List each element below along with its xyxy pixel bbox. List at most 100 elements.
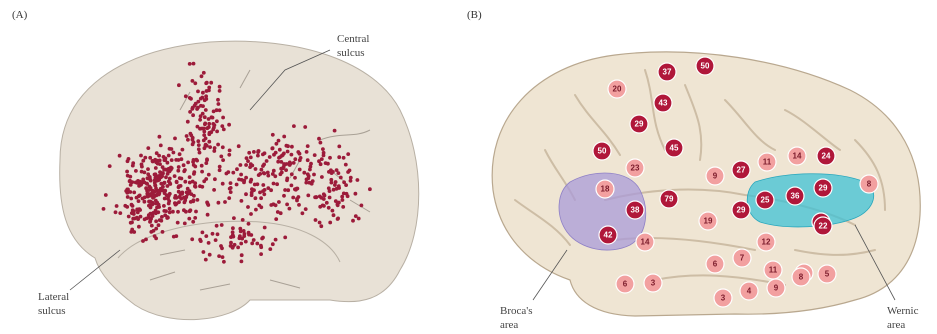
pin-value: 25 [761, 196, 770, 205]
stimulation-dot [314, 218, 318, 222]
stimulation-dot [318, 205, 322, 209]
pin-value: 6 [713, 260, 718, 269]
stimulation-dot [186, 187, 190, 191]
pin-value: 79 [665, 195, 674, 204]
stimulation-dot [138, 208, 142, 212]
stimulation-dot [226, 170, 230, 174]
stimulation-dot [157, 203, 161, 207]
stimulation-dot [231, 226, 235, 230]
stimulation-dot [177, 165, 181, 169]
wernicke-text-1: Wernic [887, 305, 919, 317]
stimulation-dot [266, 186, 270, 190]
stimulation-dot [157, 178, 161, 182]
stimulation-dot [125, 205, 129, 209]
stimulation-dot [115, 204, 119, 208]
stimulation-dot [158, 135, 162, 139]
stimulation-dot [128, 179, 132, 183]
stimulation-dot [208, 253, 212, 257]
stimulation-dot [220, 124, 224, 128]
stimulation-dot [322, 197, 326, 201]
stimulation-dot [268, 247, 272, 251]
stimulation-dot [205, 89, 209, 93]
stimulation-dot [143, 200, 147, 204]
panel-b-figure: (B) Broca's area Wernic area 37502 [455, 0, 937, 334]
stimulation-dot [127, 215, 131, 219]
pin-value: 29 [819, 184, 828, 193]
panel-b-label: (B) [467, 9, 482, 21]
stimulation-dot [206, 213, 210, 217]
stimulation-dot [192, 172, 196, 176]
stimulation-dot [216, 232, 220, 236]
stimulation-dot [183, 168, 187, 172]
stimulation-dot [253, 183, 257, 187]
stimulation-dot [205, 157, 209, 161]
stimulation-dot [259, 245, 263, 249]
stimulation-dot [232, 216, 236, 220]
pin-value: 18 [601, 185, 610, 194]
stimulation-dot [306, 194, 310, 198]
pin-marker: 42 [599, 226, 617, 244]
stimulation-dot [189, 97, 193, 101]
stimulation-dot [275, 142, 279, 146]
stimulation-dot [217, 254, 221, 258]
stimulation-dot [291, 196, 295, 200]
stimulation-dot [208, 145, 212, 149]
stimulation-dot [165, 215, 169, 219]
stimulation-dot [239, 173, 243, 177]
stimulation-dot [213, 177, 217, 181]
stimulation-dot [247, 222, 251, 226]
stimulation-dot [265, 159, 269, 163]
stimulation-dot [309, 165, 313, 169]
stimulation-dot [200, 185, 204, 189]
stimulation-dot [180, 191, 184, 195]
stimulation-dot [126, 195, 130, 199]
pin-marker: 11 [758, 153, 776, 171]
stimulation-dot [212, 110, 216, 114]
pin-marker: 9 [767, 279, 785, 297]
stimulation-dot [191, 220, 195, 224]
stimulation-dot [229, 190, 233, 194]
stimulation-dot [148, 185, 152, 189]
stimulation-dot [252, 188, 256, 192]
stimulation-dot [216, 98, 220, 102]
stimulation-dot [147, 188, 151, 192]
stimulation-dot [206, 202, 210, 206]
stimulation-dot [252, 238, 256, 242]
stimulation-dot [186, 138, 190, 142]
pin-marker: 24 [817, 147, 835, 165]
pin-value: 37 [663, 68, 672, 77]
pin-marker: 9 [706, 167, 724, 185]
stimulation-dot [220, 223, 224, 227]
stimulation-dot [143, 217, 147, 221]
stimulation-dot [188, 175, 192, 179]
stimulation-dot [195, 159, 199, 163]
stimulation-dot [218, 165, 222, 169]
stimulation-dot [102, 207, 106, 211]
stimulation-dot [319, 224, 323, 228]
stimulation-dot [245, 156, 249, 160]
pin-marker: 14 [636, 233, 654, 251]
pin-value: 20 [613, 85, 622, 94]
stimulation-dot [129, 183, 133, 187]
stimulation-dot [188, 62, 192, 66]
stimulation-dot [196, 139, 200, 143]
stimulation-dot [137, 199, 141, 203]
stimulation-dot [260, 168, 264, 172]
stimulation-dot [114, 210, 118, 214]
pin-marker: 22 [814, 217, 832, 235]
pin-marker: 14 [788, 147, 806, 165]
stimulation-dot [202, 250, 206, 254]
stimulation-dot [205, 81, 209, 85]
stimulation-dot [282, 162, 286, 166]
stimulation-dot [150, 203, 154, 207]
stimulation-dot [262, 163, 266, 167]
pin-value: 24 [822, 152, 831, 161]
pin-marker: 50 [593, 142, 611, 160]
stimulation-dot [306, 176, 310, 180]
stimulation-dot [229, 186, 233, 190]
lateral-sulcus-text-2: sulcus [38, 305, 66, 317]
stimulation-dot [147, 200, 151, 204]
stimulation-dot [149, 212, 153, 216]
stimulation-dot [134, 181, 138, 185]
stimulation-dot [139, 215, 143, 219]
